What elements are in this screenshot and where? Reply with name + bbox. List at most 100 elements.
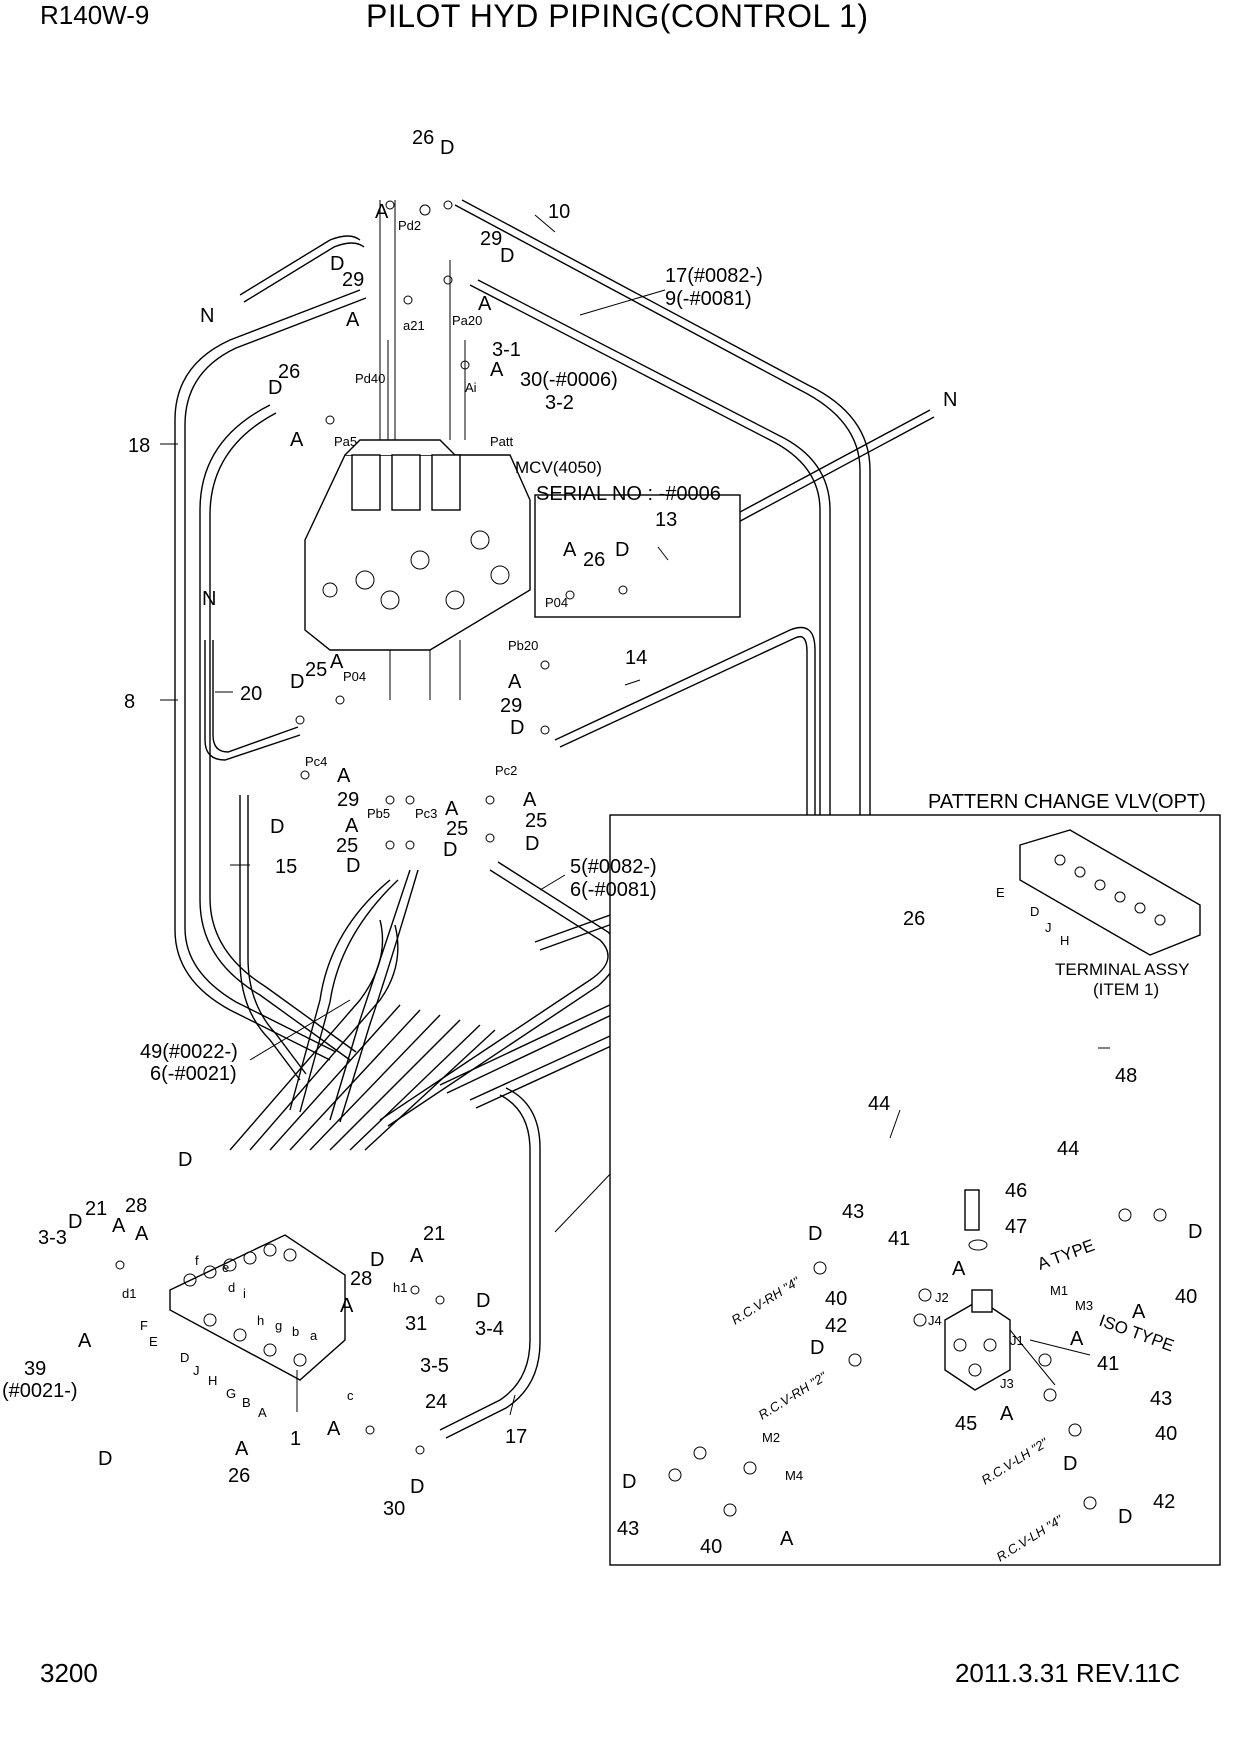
port-label: B [242, 1395, 251, 1410]
callout-14: 14 [625, 647, 647, 669]
fittings [115, 200, 1167, 1517]
callout-42: 42 [1153, 1491, 1175, 1513]
callout-3-2: 3-2 [545, 392, 574, 414]
callout-a: A [290, 429, 304, 451]
callout-d: D [290, 671, 304, 693]
callout-d: D [68, 1211, 82, 1233]
callout-6: 6(-#0081) [570, 879, 657, 901]
callout-28: 28 [125, 1195, 147, 1217]
port-label: D [180, 1350, 189, 1365]
port-label: Pa20 [452, 313, 482, 328]
callout-a: A [345, 815, 359, 837]
callout-29: 29 [342, 269, 364, 291]
callout-a: A [523, 789, 537, 811]
callout-a: A [340, 1295, 354, 1317]
callout-15: 15 [275, 856, 297, 878]
callout-d: D [1188, 1221, 1202, 1243]
pattern-change-box [609, 814, 1221, 1566]
callout-21: 21 [423, 1223, 445, 1245]
mcv-note: MCV(4050) [515, 458, 602, 477]
callout-47: 47 [1005, 1216, 1027, 1238]
port-label: A [258, 1405, 267, 1420]
revision-date: 2011.3.31 REV.11C [954, 1658, 1180, 1688]
callout-40: 40 [1175, 1286, 1197, 1308]
callout-40: 40 [1155, 1423, 1177, 1445]
port-label: P04 [545, 595, 568, 610]
callout-a: A [952, 1258, 966, 1280]
callout-43: 43 [617, 1518, 639, 1540]
callout-29: 29 [500, 695, 522, 717]
callout-25: 25 [336, 835, 358, 857]
callout-49: 49(#0022-) [140, 1041, 238, 1063]
callout-3-1: 3-1 [492, 339, 521, 361]
callout-d: D [1063, 1453, 1077, 1475]
model-number: R140W-9 [40, 0, 150, 30]
port-label: M4 [785, 1468, 803, 1483]
callout-8: 8 [124, 691, 135, 713]
port-label: g [275, 1318, 282, 1333]
port-label: h [257, 1313, 264, 1328]
callout-21: 21 [85, 1198, 107, 1220]
callout-d: D [443, 839, 457, 861]
callout-labels: 26 D A Pd2 10 D 29 29 D A 17(#0082-) 9(-… [2, 127, 1206, 1558]
callout-d: D [346, 855, 360, 877]
callout-25: 25 [525, 810, 547, 832]
callout-18: 18 [128, 435, 150, 457]
callout-n: N [200, 305, 214, 327]
callout-1: 1 [290, 1428, 301, 1450]
callout-d: D [622, 1471, 636, 1493]
callout-6: 6(-#0021) [150, 1063, 237, 1085]
callout-a: A [1000, 1403, 1014, 1425]
callout-24: 24 [425, 1391, 447, 1413]
callout-a: A [478, 293, 492, 315]
port-label: Pb20 [508, 638, 538, 653]
callout-43: 43 [842, 1201, 864, 1223]
callout-a: A [235, 1438, 249, 1460]
terminal-note: (ITEM 1) [1093, 980, 1159, 999]
terminal-note: TERMINAL ASSY [1055, 960, 1189, 979]
leaders [160, 214, 1110, 1416]
callout-39: 39 [24, 1358, 46, 1380]
port-label: M3 [1075, 1298, 1093, 1313]
callout-31: 31 [405, 1313, 427, 1335]
port-label: M2 [762, 1430, 780, 1445]
callout-d: D [178, 1149, 192, 1171]
callout-a: A [1132, 1301, 1146, 1323]
port-label: h1 [393, 1280, 407, 1295]
port-label: G [226, 1386, 236, 1401]
port-label: a [310, 1328, 318, 1343]
callout-3-3: 3-3 [38, 1227, 67, 1249]
port-label: H [208, 1373, 217, 1388]
callout-29: 29 [337, 789, 359, 811]
callout-43: 43 [1150, 1388, 1172, 1410]
callout-30: 30(-#0006) [520, 369, 618, 391]
page-number: 3200 [40, 1658, 98, 1688]
callout-a: A [563, 539, 577, 561]
port-label: J2 [935, 1290, 949, 1305]
callout-25: 25 [305, 659, 327, 681]
bolt-46 [964, 1189, 980, 1231]
callout-d: D [410, 1476, 424, 1498]
port-label: Pb5 [367, 806, 390, 821]
callout-a: A [112, 1215, 126, 1237]
port-label: Patt [490, 434, 514, 449]
callout-a: A [327, 1418, 341, 1440]
callout-a: A [346, 309, 360, 331]
callout-n: N [202, 588, 216, 610]
callout-17: 17 [505, 1426, 527, 1448]
port-label: P04 [343, 669, 366, 684]
callout-26: 26 [278, 361, 300, 383]
port-label: Pc4 [305, 754, 327, 769]
port-label: c [347, 1388, 354, 1403]
callout-d: D [1118, 1506, 1132, 1528]
port-label: J [193, 1363, 200, 1378]
port-label: J1 [1010, 1333, 1024, 1348]
callout-41: 41 [888, 1228, 910, 1250]
page-title: PILOT HYD PIPING(CONTROL 1) [366, 0, 869, 34]
serial-note: SERIAL NO : -#0006 [536, 483, 721, 505]
callout-d: D [370, 1249, 384, 1271]
port-label: e [222, 1260, 229, 1275]
port-label: d [228, 1280, 235, 1295]
port-label: Pa5 [334, 434, 357, 449]
callout-3-5: 3-5 [420, 1355, 449, 1377]
